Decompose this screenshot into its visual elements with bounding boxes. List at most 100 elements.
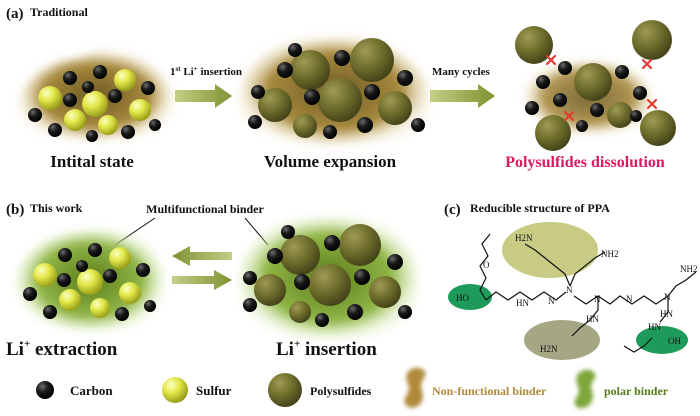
- upper-branch-1: [524, 243, 571, 287]
- upper-branch-2: [569, 251, 606, 287]
- carbon-particle: [397, 70, 413, 86]
- legend-polysulfides-swatch: [268, 373, 302, 407]
- polysulfide-particle: [632, 20, 672, 60]
- carbon-particle: [553, 93, 567, 107]
- polysulfide-particle: [280, 235, 320, 275]
- carbon-particle: [633, 86, 647, 100]
- polysulfide-particle: [640, 110, 676, 146]
- polysulfide-particle: [293, 114, 317, 138]
- sulfur-particle: [90, 298, 110, 318]
- sulfur-particle: [114, 69, 136, 91]
- cluster-initial-state: [18, 50, 174, 142]
- carbon-particle: [243, 298, 257, 312]
- red-x-icon: [563, 110, 575, 122]
- atom-label: HO: [456, 293, 469, 303]
- cluster-dissolution: [515, 20, 676, 151]
- reversible-arrows: [172, 246, 232, 290]
- sulfur-particle: [98, 115, 118, 135]
- carbon-particle: [82, 81, 94, 93]
- arrow-first-insertion: 1st Li+ insertion: [170, 65, 242, 108]
- main-chain-left: [485, 291, 567, 301]
- carbon-particle: [43, 305, 57, 319]
- sulfur-particle: [64, 109, 86, 131]
- ppa-skeleton: [479, 233, 697, 353]
- carbon-particle: [354, 269, 370, 285]
- panel-c-letter: (c): [444, 202, 461, 218]
- panel-a: (a) Traditional 1st Li+ insert: [6, 5, 676, 171]
- polysulfide-particle: [535, 115, 571, 151]
- polysulfide-particle: [258, 88, 292, 122]
- legend-carbon-label: Carbon: [70, 383, 113, 398]
- carbon-particle: [615, 65, 629, 79]
- legend-carbon-swatch: [36, 381, 54, 399]
- main-chain-right: [573, 295, 669, 305]
- atom-label: O: [483, 260, 490, 270]
- arrow-first-insertion-label: 1st Li+ insertion: [170, 65, 242, 78]
- atom-label: HN: [586, 314, 599, 324]
- legend-nonfunctional-swatch: [404, 367, 426, 408]
- polysulfide-particle: [378, 91, 412, 125]
- carbon-particle: [281, 225, 295, 239]
- carbon-particle: [108, 89, 122, 103]
- cluster-li-extraction: [14, 227, 165, 333]
- sulfur-particle: [59, 289, 81, 311]
- carbon-particle: [57, 273, 71, 287]
- ppa-atom-labels: H2N NH2 N N N N N HN HN H2N NH2 HN HN HO…: [456, 233, 698, 354]
- carbon-particle: [558, 61, 572, 75]
- atom-label: HN: [648, 322, 661, 332]
- label-volume-expansion: Volume expansion: [264, 152, 397, 171]
- polysulfide-particle: [339, 224, 381, 266]
- panel-c-title: Reducible structure of PPA: [470, 201, 610, 215]
- arrow-many-cycles: Many cycles: [430, 66, 495, 108]
- panel-b-title: This work: [30, 201, 83, 215]
- carbon-particle: [590, 103, 604, 117]
- polysulfide-particle: [607, 102, 633, 128]
- legend-sulfur-swatch: [162, 377, 188, 403]
- left-arrow-shape: [172, 246, 232, 266]
- legend-polar-label: polar binder: [604, 384, 669, 398]
- arrow-many-cycles-label: Many cycles: [432, 66, 490, 78]
- carbon-particle: [136, 263, 150, 277]
- carbon-particle: [334, 50, 350, 66]
- carbon-particle: [267, 248, 283, 264]
- legend-nonfunctional-label: Non-functional binder: [432, 384, 547, 398]
- sulfur-particle: [33, 263, 57, 287]
- polysulfide-particle: [290, 50, 330, 90]
- legend: Carbon Sulfur Polysulfides Non-functiona…: [36, 367, 669, 409]
- carbon-particle: [525, 101, 539, 115]
- carbon-particle: [121, 125, 135, 139]
- hydroxyl-right-highlight: [636, 326, 688, 354]
- atom-label: OH: [668, 336, 681, 346]
- carbon-particle: [364, 84, 380, 100]
- red-x-icon: [545, 54, 557, 66]
- label-polysulfides-dissolution: Polysulfides dissolution: [505, 154, 665, 171]
- carbon-particle: [28, 108, 42, 122]
- carbon-particle: [243, 271, 257, 285]
- right-amine-arm: [667, 271, 697, 297]
- sulfur-particle: [38, 86, 62, 110]
- carbon-particle: [288, 43, 302, 57]
- carbon-particle: [149, 119, 161, 131]
- label-li-extraction: Li+ extraction: [6, 338, 118, 360]
- carbon-particle: [93, 65, 107, 79]
- panel-a-title: Traditional: [30, 5, 88, 19]
- carbon-particle: [277, 62, 293, 78]
- right-hydroxy-arm: [659, 296, 669, 323]
- atom-label: N: [566, 285, 573, 295]
- red-x-icon: [646, 98, 658, 110]
- amine-branch-highlight: [502, 222, 598, 278]
- panel-b: (b) This work Multifunctional binder: [6, 201, 420, 360]
- carbon-particle: [63, 93, 77, 107]
- polysulfide-particle: [515, 26, 553, 64]
- cluster-li-insertion: [237, 215, 420, 340]
- carbon-particle: [23, 287, 37, 301]
- panel-b-letter: (b): [6, 202, 24, 218]
- atom-label: H2N: [540, 344, 558, 354]
- atom-label: N: [664, 292, 671, 302]
- carbon-particle: [144, 300, 156, 312]
- amine-end-highlight: [524, 320, 600, 360]
- carbon-particle: [411, 118, 425, 132]
- polysulfide-particle: [369, 276, 401, 308]
